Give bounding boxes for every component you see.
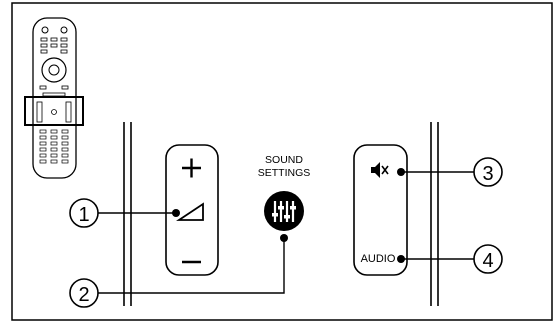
sound-settings-label-line1: SOUND	[265, 154, 303, 166]
svg-text:4: 4	[482, 250, 493, 272]
audio-label: AUDIO	[361, 253, 396, 265]
equalizer-sliders-icon	[273, 201, 295, 222]
svg-text:2: 2	[78, 284, 89, 306]
callout-4: 4	[473, 244, 503, 274]
volume-rocker[interactable]	[165, 144, 219, 276]
mute-speaker-icon	[371, 162, 389, 178]
svg-text:3: 3	[482, 163, 493, 185]
remote-edge-left	[123, 122, 132, 306]
callout-3: 3	[473, 157, 503, 187]
callout-2: 2	[69, 278, 99, 308]
svg-text:1: 1	[78, 204, 89, 226]
sound-settings-label-line2: SETTINGS	[258, 167, 311, 179]
plus-icon	[182, 158, 201, 178]
callout-1: 1	[69, 198, 99, 228]
leader-lines	[98, 171, 474, 294]
mute-audio-button[interactable]: AUDIO	[353, 144, 408, 276]
remote-edge-right	[430, 122, 439, 306]
sound-settings-button[interactable]	[264, 191, 304, 231]
diagram-frame	[11, 2, 553, 321]
volume-wedge-icon	[176, 202, 204, 221]
leader-dots	[172, 168, 405, 263]
remote-highlight-box	[24, 96, 84, 126]
remote-thumbnail	[24, 17, 84, 179]
